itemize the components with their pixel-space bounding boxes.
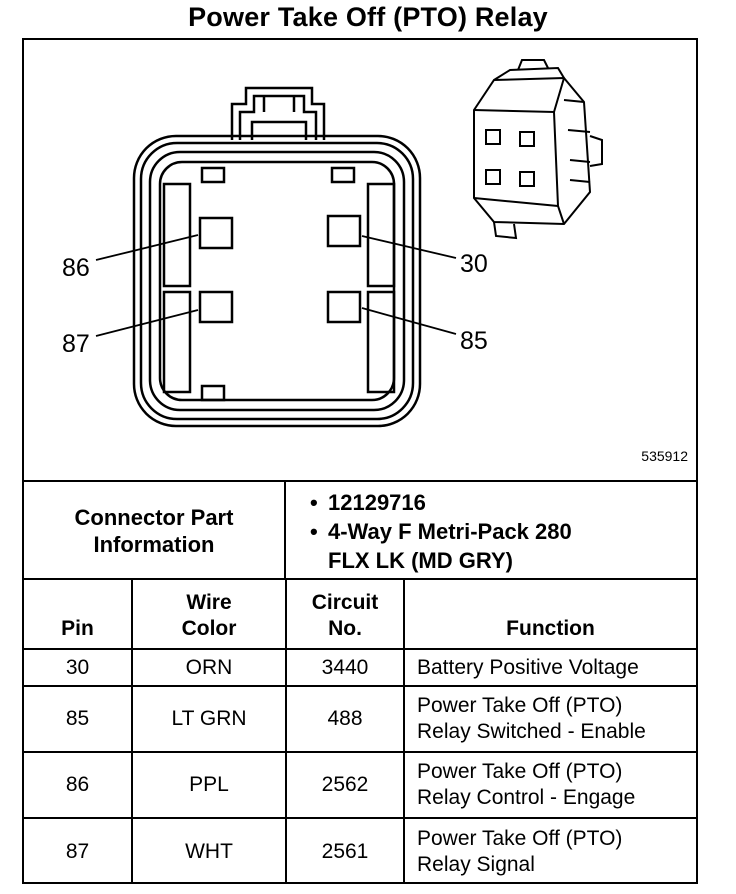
connector-info-list: 12129716 4-Way F Metri-Pack 280 FLX LK (… [286,488,691,575]
pinout-table: Pin Wire Color Circuit No. Function 30 O… [24,578,696,884]
connector-description-line1: 4-Way F Metri-Pack 280 [328,519,572,544]
circuit-cell: 488 [285,685,405,753]
connector-housing [132,86,422,428]
connector-cavities [162,166,396,402]
left-lower-rib [162,290,192,394]
table-row: 30 ORN 3440 Battery Positive Voltage [24,648,696,687]
relay-info-frame: 86 30 87 85 535912 [22,38,698,884]
connector-info-label-line2: Information [93,532,215,557]
terminal-label-87: 87 [62,330,90,358]
top-left-key [200,166,226,184]
connector-isometric-view [473,59,603,240]
right-upper-rib [366,182,396,288]
header-pin: Pin [24,578,133,650]
terminal-30-cavity [326,214,362,248]
page-title: Power Take Off (PTO) Relay [188,2,548,32]
bottom-key [200,384,226,402]
table-row: 86 PPL 2562 Power Take Off (PTO) Relay C… [24,751,696,819]
pin-cell: 86 [24,751,133,819]
circuit-cell: 2562 [285,751,405,819]
figure-id: 535912 [641,448,688,464]
terminal-label-86: 86 [62,254,90,282]
right-lower-rib [366,290,396,394]
wire-color-cell: WHT [131,817,287,884]
header-function: Function [403,578,696,650]
function-cell: Power Take Off (PTO) Relay Switched - En… [403,685,696,753]
wire-color-cell: ORN [131,648,287,687]
terminal-85-cavity [326,290,362,324]
wire-color-cell: PPL [131,751,287,819]
function-cell: Power Take Off (PTO) Relay Signal [403,817,696,884]
table-row: 85 LT GRN 488 Power Take Off (PTO) Relay… [24,685,696,753]
pin-cell: 87 [24,817,133,884]
connector-description-line2: FLX LK (MD GRY) [328,548,513,573]
connector-info-label-line1: Connector Part [74,505,234,530]
function-cell: Power Take Off (PTO) Relay Control - Eng… [403,751,696,819]
terminal-87-cavity [198,290,234,324]
connector-description: 4-Way F Metri-Pack 280 FLX LK (MD GRY) [286,517,691,575]
terminal-86-cavity [198,216,234,250]
pinout-table-header: Pin Wire Color Circuit No. Function [24,578,696,650]
header-wire-color: Wire Color [131,578,287,650]
wire-color-cell: LT GRN [131,685,287,753]
pin-cell: 30 [24,648,133,687]
connector-part-number: 12129716 [286,488,691,517]
header-circuit-no: Circuit No. [285,578,405,650]
pin-cell: 85 [24,685,133,753]
connector-face-svg: 86 30 87 85 [62,59,603,428]
left-upper-rib [162,182,192,288]
circuit-cell: 2561 [285,817,405,884]
top-right-key [330,166,356,184]
terminal-label-85: 85 [460,327,488,355]
connector-info-section: Connector Part Information 12129716 4-Wa… [24,480,696,580]
connector-info-label: Connector Part Information [24,482,286,580]
function-cell: Battery Positive Voltage [403,648,696,687]
circuit-cell: 3440 [285,648,405,687]
leader-lines [95,234,457,337]
terminal-label-30: 30 [460,250,488,278]
connector-diagram: 86 30 87 85 535912 [24,40,696,480]
table-row: 87 WHT 2561 Power Take Off (PTO) Relay S… [24,817,696,884]
